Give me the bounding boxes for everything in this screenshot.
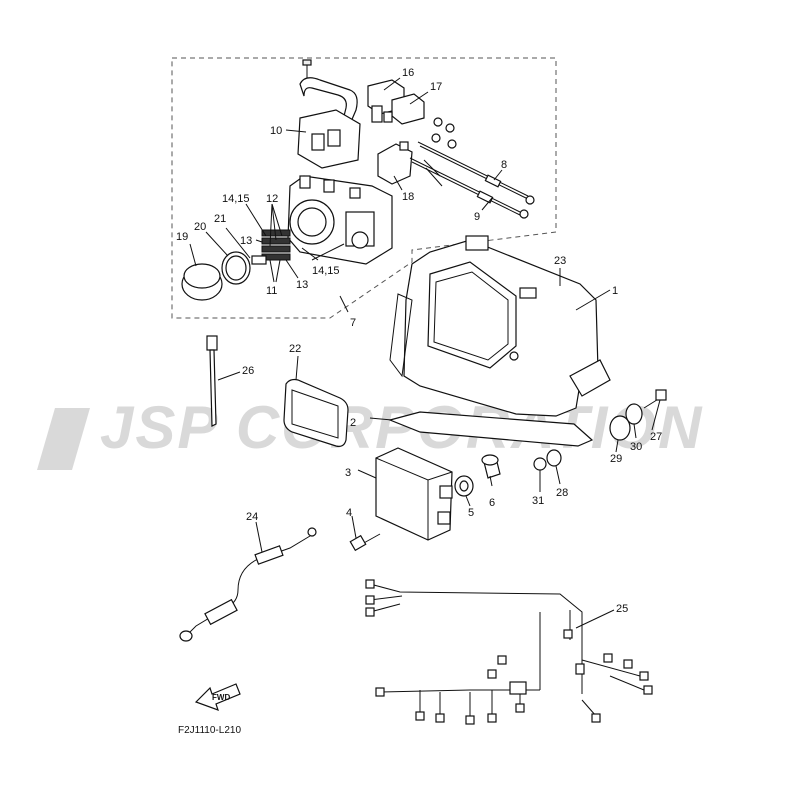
washer-parts [533, 389, 667, 471]
rectifier-part [377, 141, 413, 185]
callout-13a: 13 [240, 235, 252, 247]
callout-3: 3 [345, 467, 351, 479]
callout-4: 4 [346, 507, 352, 519]
control-module-part [375, 447, 453, 541]
callout-23: 23 [554, 255, 566, 267]
callout-2: 2 [350, 417, 356, 429]
callout-8: 8 [501, 159, 507, 171]
wiring-harness-part [365, 579, 653, 725]
wire-leads [409, 117, 535, 219]
callout-24: 24 [246, 511, 258, 523]
callout-14-15b: 14,15 [312, 265, 340, 277]
callout-labels: 1 2 3 4 5 6 7 8 9 10 11 12 13 13 14,15 1… [176, 67, 662, 615]
callout-30: 30 [630, 441, 642, 453]
main-box-part [389, 235, 611, 417]
cable-part [179, 527, 317, 642]
watermark: JSP CORPORATION [37, 394, 701, 470]
callout-26: 26 [242, 365, 254, 377]
callout-22: 22 [289, 343, 301, 355]
callout-16: 16 [402, 67, 414, 79]
callout-9: 9 [474, 211, 480, 223]
cover-bracket-part [297, 59, 361, 169]
callout-5: 5 [468, 507, 474, 519]
callout-29: 29 [610, 453, 622, 465]
grommet-parts [454, 454, 501, 497]
gasket-part [283, 378, 349, 447]
callout-6: 6 [489, 497, 495, 509]
callout-18: 18 [402, 191, 414, 203]
fwd-arrow-icon: FWD [194, 683, 241, 711]
callout-27: 27 [650, 431, 662, 443]
bolt-part [349, 533, 381, 552]
assembly-boundary [171, 57, 557, 319]
callout-21: 21 [214, 213, 226, 225]
callout-13b: 13 [296, 279, 308, 291]
callout-25: 25 [616, 603, 628, 615]
callout-1: 1 [612, 285, 618, 297]
relay-parts [367, 79, 425, 125]
cap-parts [181, 251, 267, 301]
callout-11: 11 [266, 285, 277, 297]
callout-10: 10 [270, 125, 282, 137]
plate-part [388, 411, 594, 447]
leader-lines [189, 77, 661, 629]
callout-19: 19 [176, 231, 188, 243]
callout-28: 28 [556, 487, 568, 499]
electrical-box-housing [287, 175, 393, 265]
callout-12: 12 [266, 193, 278, 205]
callout-31: 31 [532, 495, 544, 507]
callout-7: 7 [350, 317, 356, 329]
cable-tie-part [206, 335, 218, 427]
callout-17: 17 [430, 81, 442, 93]
diagram-code: F2J1110-L210 [178, 725, 241, 736]
callout-20: 20 [194, 221, 206, 233]
callout-14-15a: 14,15 [222, 193, 250, 205]
fwd-label: FWD [212, 693, 230, 702]
